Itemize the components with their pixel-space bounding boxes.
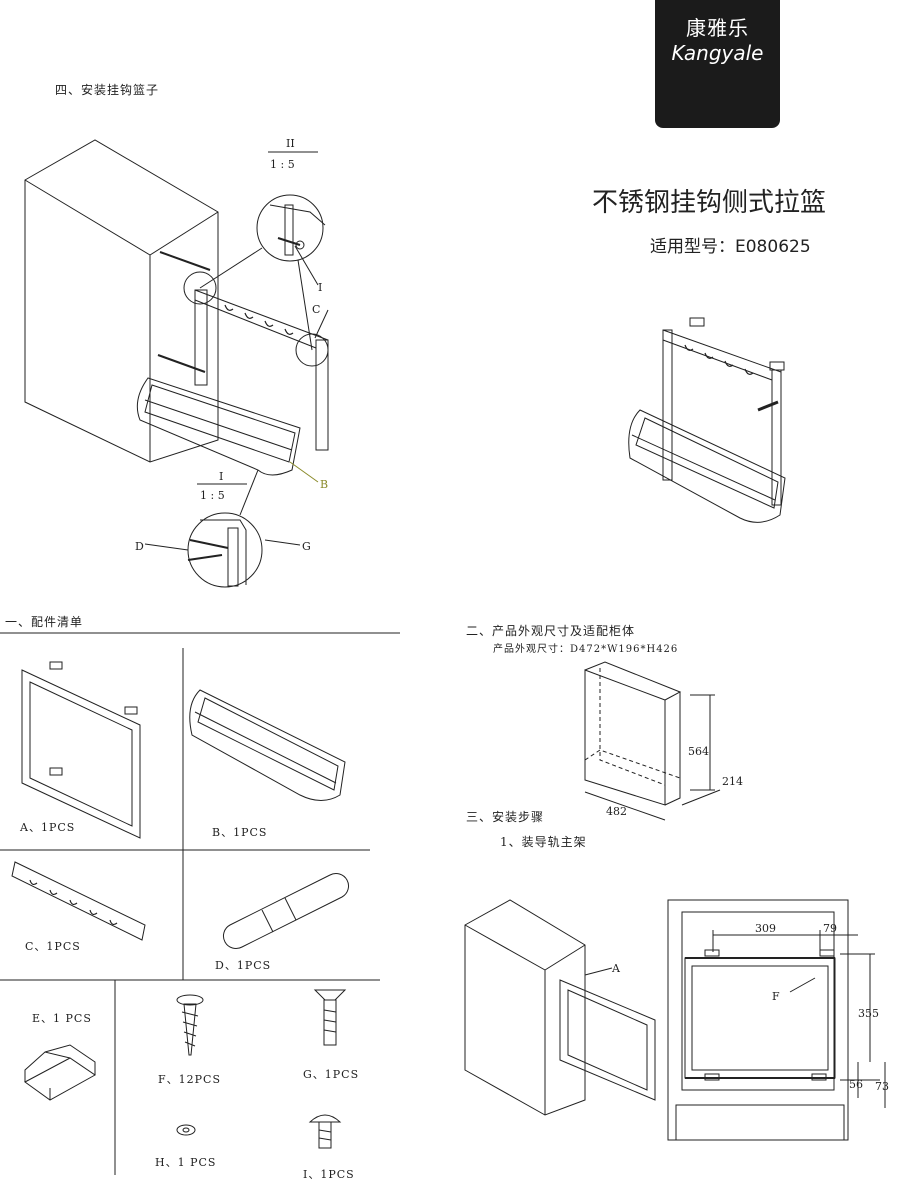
part-b-basket [189,689,346,801]
rail-dim-309: 309 [755,922,776,935]
part-label-c: C、1PCS [25,940,81,953]
part-e-cap [24,1044,96,1101]
section-dimensions: 二、产品外观尺寸及适配柜体 [466,624,636,638]
part-label-d: D、1PCS [215,959,272,972]
part-label-g: G、1PCS [303,1068,360,1081]
section-install-steps: 三、安装步骤 [466,810,545,824]
rail-dimension-drawing [667,899,886,1141]
detail-view-2 [268,151,326,286]
dim-width: 482 [606,805,627,818]
cabinet-dimension-drawing [584,661,721,821]
part-g-bolt [313,989,347,1046]
rail-dim-79: 79 [823,922,837,935]
logo-english: Kangyale [671,41,764,65]
callout-a: A [611,962,621,975]
parts-grid-lines [0,632,400,1175]
dim-height: 564 [688,745,709,758]
product-basket-illustration [628,317,786,523]
detail-1-scale: 1 : 5 [200,489,225,502]
product-model: 适用型号：E080625 [650,237,811,257]
callout-c: C [312,303,320,316]
part-c-hook-bar [11,861,146,941]
section-dimensions-sub: 产品外观尺寸：D472*W196*H426 [493,644,679,655]
part-label-f: F、12PCS [158,1073,221,1086]
detail-view-1 [144,483,301,587]
part-f-screw [176,994,204,1056]
part-label-h: H、1 PCS [155,1156,217,1169]
callout-i: I [318,281,322,294]
step-1-label: 1、装导轨主架 [500,835,587,849]
section-install-basket: 四、安装挂钩篮子 [55,83,160,97]
callout-b: B [320,478,328,491]
dim-depth: 214 [722,775,743,788]
rail-dim-56: 56 [849,1078,863,1091]
callout-g: G [302,540,311,553]
rail-dim-73: 73 [875,1080,889,1093]
detail-2-title: II [286,137,295,150]
detail-1-title: I [219,470,223,483]
part-label-b: B、1PCS [212,826,268,839]
part-label-e: E、1 PCS [32,1012,92,1025]
logo-chinese: 康雅乐 [686,16,749,40]
product-title: 不锈钢挂钩侧式拉篮 [592,188,827,218]
part-label-i: I、1PCS [303,1168,355,1181]
install-cabinet-drawing [464,899,656,1116]
section-parts-list: 一、配件清单 [5,615,84,629]
part-a-frame [21,661,141,839]
brand-logo: 康雅乐 Kangyale [655,0,780,128]
callout-f: F [772,990,780,1003]
rail-dim-355: 355 [858,1007,879,1020]
detail-2-scale: 1 : 5 [270,158,295,171]
part-label-a: A、1PCS [20,821,76,834]
part-i-screw [308,1114,342,1149]
cabinet-assembly-drawing [24,139,329,588]
callout-d: D [135,540,144,553]
part-d-rod [222,872,350,950]
part-h-nut [176,1124,196,1136]
